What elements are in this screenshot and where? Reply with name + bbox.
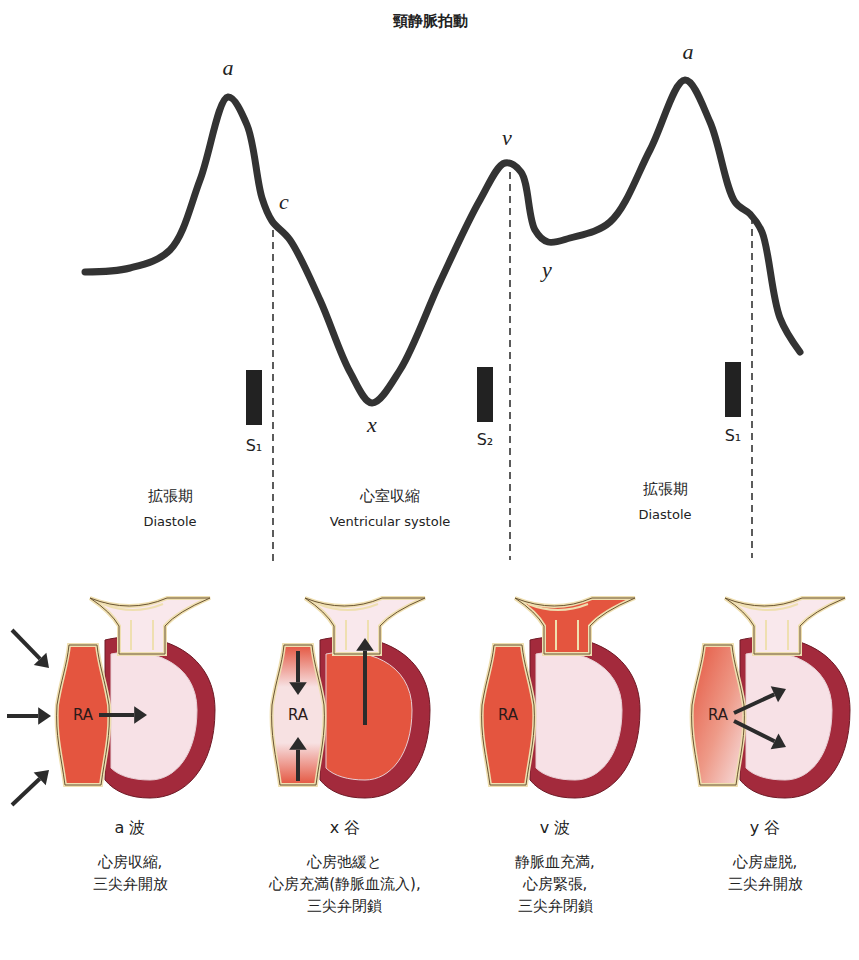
ventricle-wall <box>320 637 430 798</box>
pulmonary-artery-outline <box>725 598 845 654</box>
arrow-shaft <box>7 714 38 718</box>
phase-label: 拡張期 <box>148 487 193 507</box>
heart-sound-bar <box>246 370 262 425</box>
caption-line: 三尖弁閉鎖 <box>269 896 420 918</box>
heart-sound-bar <box>477 367 493 422</box>
ventricle-cavity <box>536 652 622 780</box>
panel-caption: 静脈血充満, 心房緊張, 三尖弁閉鎖 <box>515 852 595 917</box>
wave-label: a <box>683 38 694 67</box>
ventricle-wall <box>740 637 850 798</box>
heart-sound-label: S₂ <box>477 430 494 451</box>
jvp-waveform <box>85 80 800 403</box>
atrium-fill <box>272 645 325 785</box>
pulmonary-artery <box>305 598 425 654</box>
chamber-label: RA <box>73 706 93 724</box>
phase-label: 心室収縮 <box>360 487 420 507</box>
timing-line <box>509 172 511 560</box>
atrium-outline <box>692 645 745 785</box>
arrow-head <box>356 638 374 651</box>
heart-sound-label: S₁ <box>246 436 263 457</box>
valve-line <box>103 604 163 650</box>
caption-line: 心房虚脱, <box>728 852 803 874</box>
right-atrium: RA <box>690 645 746 785</box>
ventricle-cavity <box>746 652 832 780</box>
pulmonary-artery <box>725 598 845 654</box>
phase-label: Diastole <box>638 507 691 524</box>
atrium-fill <box>482 645 535 785</box>
pulmonary-artery-outline <box>305 598 425 654</box>
pulmonary-artery-outline <box>90 598 210 654</box>
arrow-head <box>771 733 786 749</box>
caption-line: 三尖弁開放 <box>93 874 168 896</box>
ventricle-cavity <box>326 652 412 780</box>
phase-label: 拡張期 <box>643 480 688 500</box>
chamber-label: RA <box>708 706 728 724</box>
timing-line <box>272 230 274 562</box>
ventricle-wall <box>530 637 640 798</box>
phase-label: Ventricular systole <box>330 514 451 531</box>
wave-label: v <box>502 124 512 153</box>
caption-line: 心房充満(静脈血流入), <box>269 874 420 896</box>
caption-line: 心房弛緩と <box>269 852 420 874</box>
heart-sound-label: S₁ <box>725 426 742 447</box>
right-atrium: RA <box>55 645 111 785</box>
caption-line: 三尖弁開放 <box>728 874 803 896</box>
arrow-head <box>289 737 307 750</box>
arrow-head <box>289 682 307 695</box>
arrow-shaft <box>12 779 40 805</box>
wave-label: y <box>542 256 552 285</box>
arrow-shaft <box>12 630 40 659</box>
arrow-head <box>134 706 147 724</box>
arrow-shaft <box>734 694 774 713</box>
right-atrium: RA <box>270 645 326 785</box>
arrow-shaft <box>363 651 367 725</box>
panel-heading: x 谷 <box>330 818 361 839</box>
arrow-shaft <box>296 750 300 781</box>
atrium-fill <box>692 645 745 785</box>
caption-line: 心房収縮, <box>93 852 168 874</box>
arrow-head <box>38 707 51 725</box>
right-atrium: RA <box>480 645 536 785</box>
ventricle-wall <box>105 637 215 798</box>
heart-illustration <box>7 598 215 805</box>
wave-label: a <box>223 54 234 83</box>
chamber-label: RA <box>498 706 518 724</box>
timing-line <box>751 217 753 558</box>
pulmonary-artery <box>515 598 635 654</box>
arrow-shaft <box>296 651 300 682</box>
panel-caption: 心房虚脱, 三尖弁開放 <box>728 852 803 896</box>
arrow-shaft <box>99 713 134 717</box>
valve-line <box>318 604 378 650</box>
atrium-outline <box>482 645 535 785</box>
phase-label: Diastole <box>143 514 196 531</box>
panel-heading: a 波 <box>115 818 146 839</box>
heart-sound-bar <box>725 362 741 417</box>
panel-heading: y 谷 <box>750 818 781 839</box>
panel-caption: 心房弛緩と 心房充満(静脈血流入), 三尖弁閉鎖 <box>269 852 420 917</box>
wave-label: x <box>367 411 377 440</box>
caption-line: 静脈血充満, <box>515 852 595 874</box>
valve-line <box>528 604 588 650</box>
panel-caption: 心房収縮, 三尖弁開放 <box>93 852 168 896</box>
valve-line <box>738 604 798 650</box>
caption-line: 三尖弁閉鎖 <box>515 896 595 918</box>
chamber-label: RA <box>288 706 308 724</box>
wave-label: c <box>279 188 289 217</box>
pulmonary-artery-outline <box>515 598 635 654</box>
arrow-head <box>34 770 49 785</box>
pulmonary-artery <box>90 598 210 654</box>
panel-heading: v 波 <box>540 818 571 839</box>
title: 頸静脈拍動 <box>393 12 468 32</box>
arrow-shaft <box>734 721 775 741</box>
arrow-head <box>34 653 49 668</box>
arrow-head <box>771 686 786 702</box>
caption-line: 心房緊張, <box>515 874 595 896</box>
atrium-outline <box>272 645 325 785</box>
